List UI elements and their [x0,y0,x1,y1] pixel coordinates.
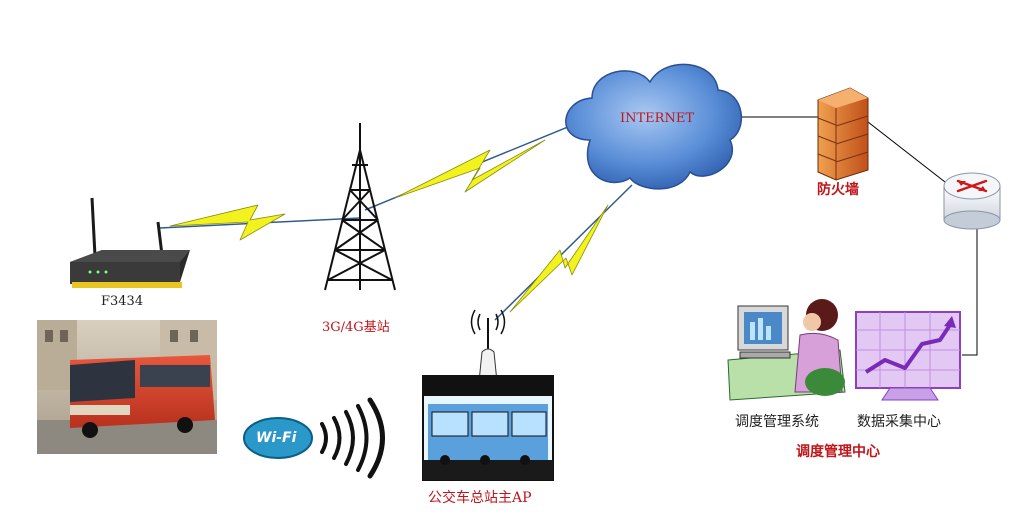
router-model-label: F3434 [101,294,144,309]
dispatch-system-label: 调度管理系统 [735,414,819,430]
dispatch-center-label: 调度管理中心 [796,444,880,460]
router-icon [70,197,190,288]
link-ap-cloud [494,184,633,321]
firewall-icon [817,87,869,181]
wireless-links [169,139,609,313]
wifi-logo-text: Wi-Fi [256,430,297,446]
bus-station-illustration [422,375,554,481]
tower-icon [324,123,396,291]
cloud-icon [565,63,743,190]
lightning-bolt-3 [509,204,609,313]
lightning-bolt-1 [169,204,286,241]
bus-station-ap-label: 公交车总站主AP [428,490,532,506]
operator-workstation-icon [727,299,846,401]
chart-monitor-icon [855,311,961,401]
link-firewall-router [867,121,946,183]
core-router-icon [943,172,1001,230]
internet-label: INTERNET [620,111,694,126]
wifi-logo-icon [243,397,385,479]
bus-photo [37,320,217,454]
link-router-center [962,228,978,356]
firewall-label: 防火墙 [817,182,859,198]
data-collection-label: 数据采集中心 [857,414,941,430]
lightning-bolt-2 [394,139,546,199]
base-station-label: 3G/4G基站 [322,320,390,335]
